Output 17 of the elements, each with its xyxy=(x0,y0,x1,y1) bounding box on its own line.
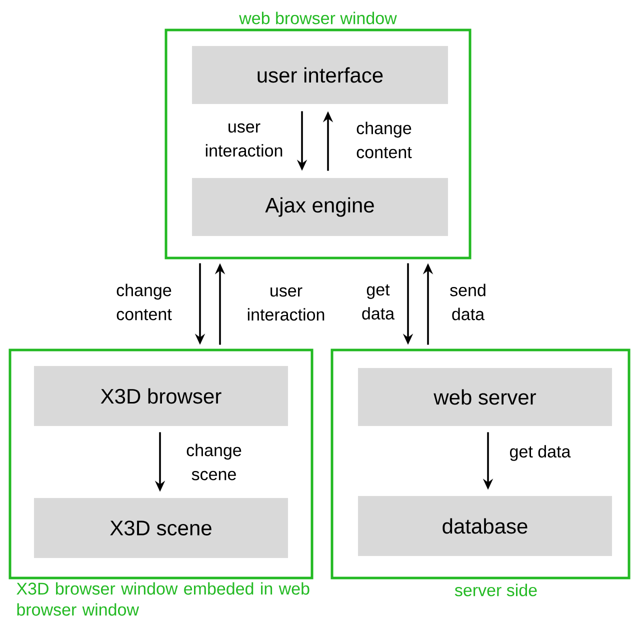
process-box: X3D scene xyxy=(34,498,288,558)
edge-label: change content xyxy=(356,122,412,158)
edge-label: change scene xyxy=(186,444,242,480)
edge-label: user interaction xyxy=(206,123,282,157)
edge-label: get data xyxy=(362,284,395,320)
window-title: web browser window xyxy=(239,12,397,24)
process-box: Ajax engine xyxy=(192,178,448,236)
window-title: server side xyxy=(454,584,537,596)
window-title: X3D browser window embeded in web browser window xyxy=(16,582,310,616)
process-box: X3D browser xyxy=(34,366,288,426)
edge-label: send data xyxy=(450,284,486,320)
process-box: web server xyxy=(358,368,612,426)
process-box: database xyxy=(358,496,612,556)
process-box: user interface xyxy=(192,46,448,104)
edge-label: get data xyxy=(510,445,571,461)
edge-label: user interaction xyxy=(248,287,324,321)
edge-label: change content xyxy=(116,284,172,320)
